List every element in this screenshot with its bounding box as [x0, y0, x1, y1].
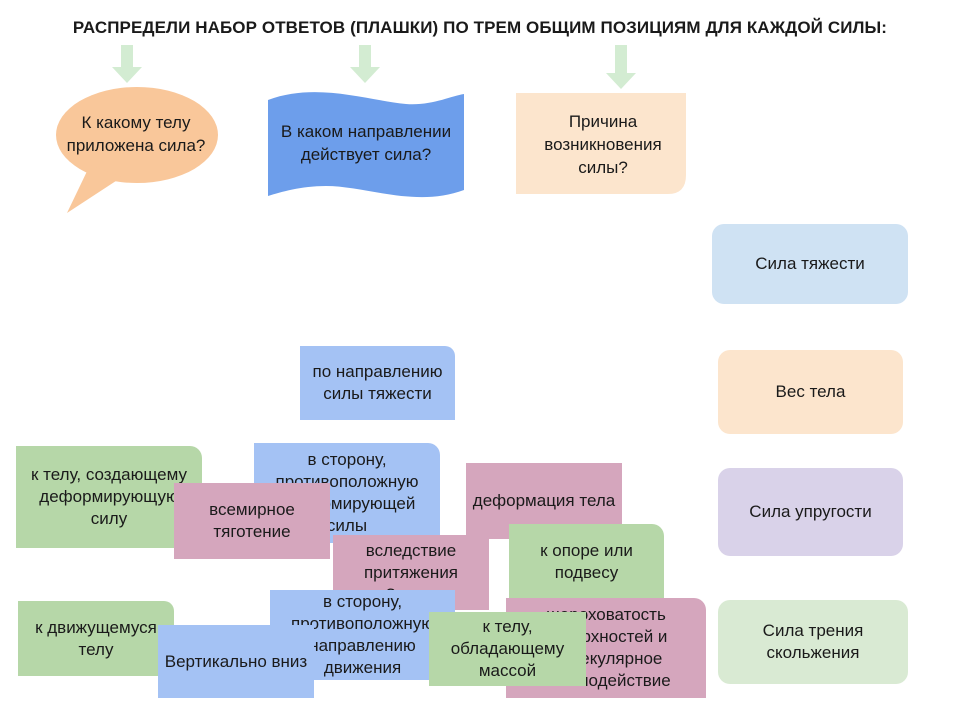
tile-to-deforming-body[interactable]: к телу, создающему деформирующую силу: [16, 446, 202, 548]
force-elastic: Сила упругости: [718, 468, 903, 556]
tile-along-gravity[interactable]: по направлению силы тяжести: [300, 346, 455, 420]
question-cause: Причина возникновения силы?: [544, 111, 662, 177]
down-arrow-icon: [606, 45, 636, 89]
down-arrow-icon: [112, 45, 142, 83]
tile-to-massive-body[interactable]: к телу, обладающему массой: [429, 612, 586, 686]
tile-to-support[interactable]: к опоре или подвесу: [509, 524, 664, 600]
force-weight: Вес тела: [718, 350, 903, 434]
tile-to-moving-body[interactable]: к движущемуся телу: [18, 601, 174, 676]
question-body: К какому телу приложена сила?: [66, 113, 206, 155]
speech-bubble-shape: [56, 87, 218, 213]
wave-banner-shape: [268, 92, 464, 198]
folded-box-shape: [516, 93, 686, 194]
force-gravity: Сила тяжести: [712, 224, 908, 304]
question-direction: В каком направлении действует сила?: [280, 122, 452, 164]
down-arrow-icon: [350, 45, 380, 83]
tile-vertical-down[interactable]: Вертикально вниз: [158, 625, 314, 698]
page-title: РАСПРЕДЕЛИ НАБОР ОТВЕТОВ (ПЛАШКИ) ПО ТРЕ…: [72, 18, 888, 37]
force-friction: Сила трения скольжения: [718, 600, 908, 684]
tile-universal-gravitation[interactable]: всемирное тяготение: [174, 483, 330, 559]
